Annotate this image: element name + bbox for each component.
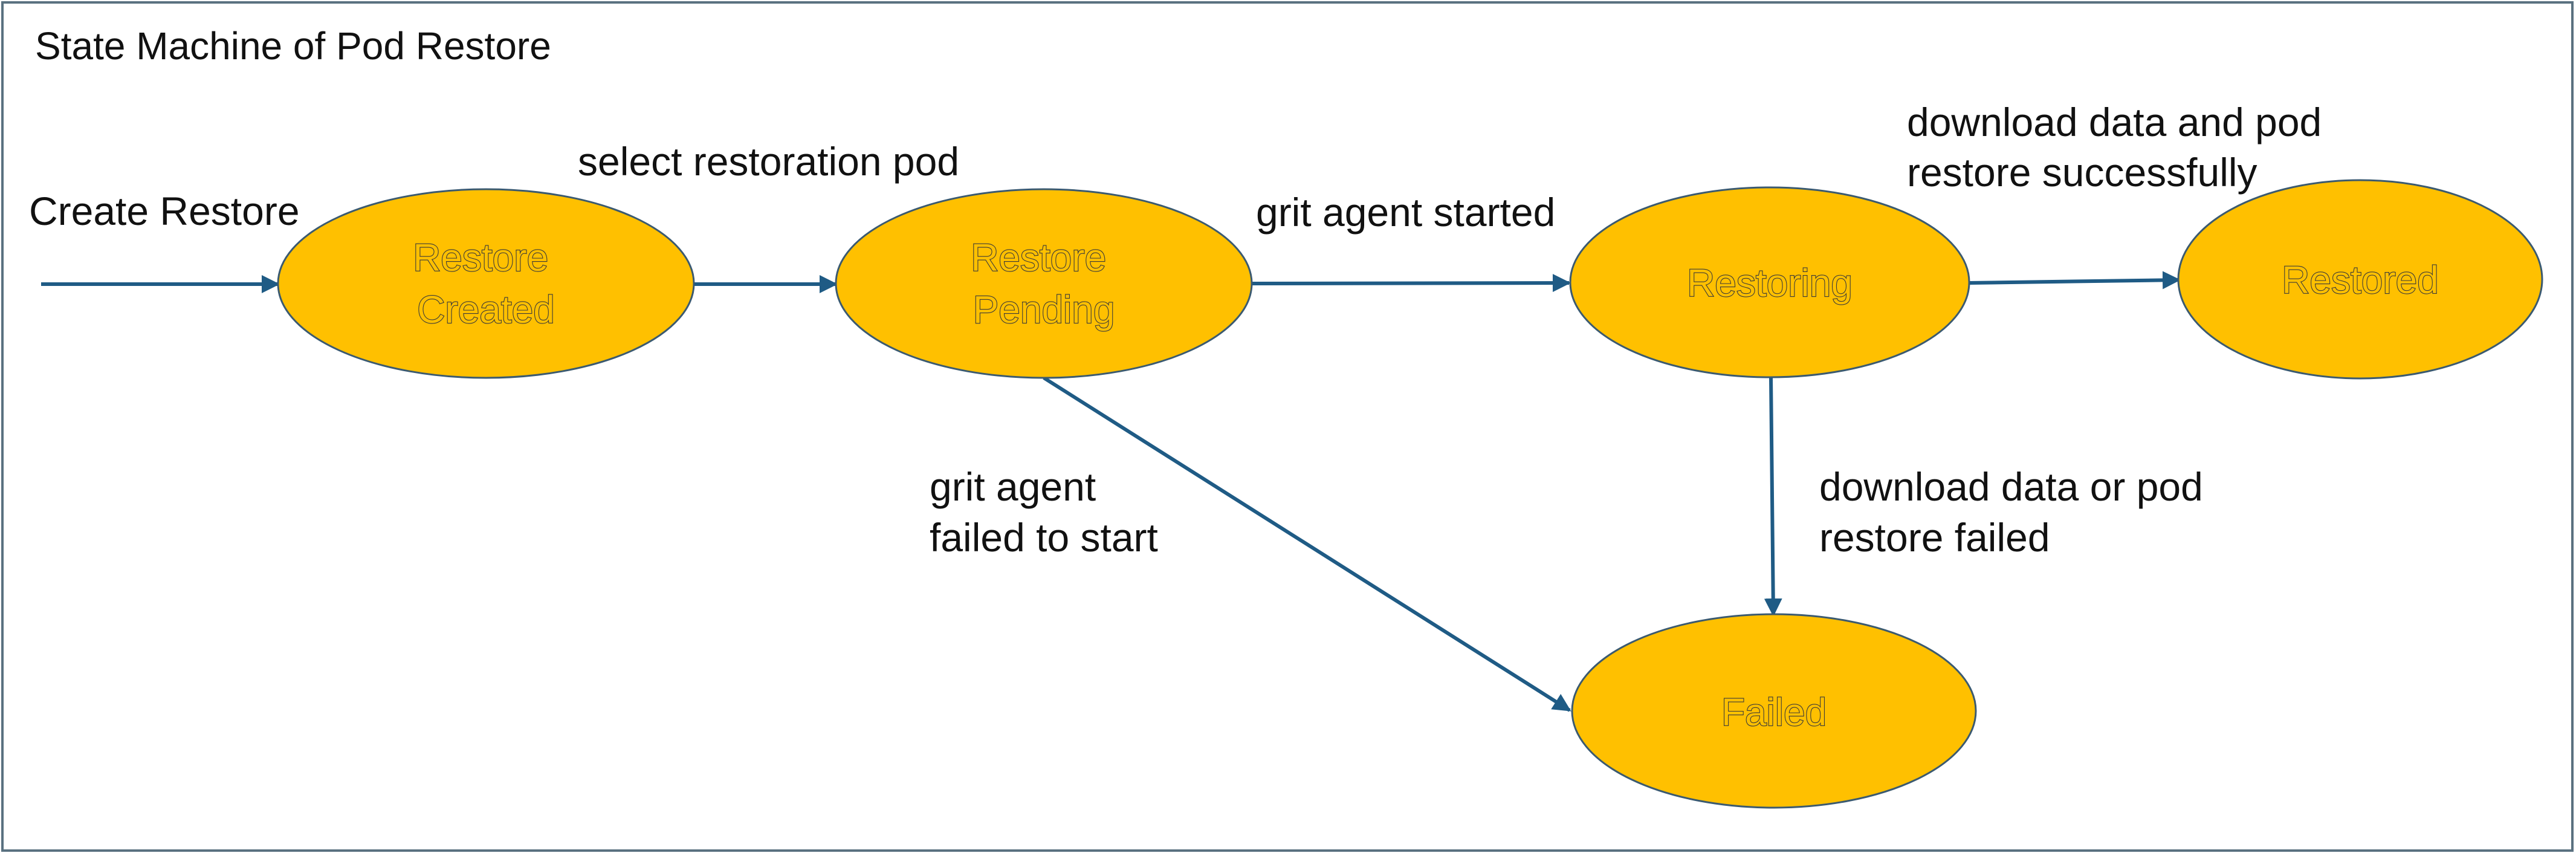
transition-label-restoring-to-failed: download data or pod	[1819, 464, 2203, 509]
state-restore-pending-label: Pending	[973, 288, 1115, 331]
state-failed: Failed	[1571, 613, 1977, 809]
transition-label-restoring-to-failed: restore failed	[1819, 515, 2050, 560]
state-restore-pending-shape	[835, 188, 1253, 379]
state-restore-created-label: Created	[417, 288, 555, 331]
state-restore-pending-label: Restore	[971, 236, 1106, 279]
state-restore-created-shape	[277, 188, 695, 379]
state-failed-label: Failed	[1721, 690, 1827, 734]
svg-text:Restore Created: Restore Created	[413, 236, 559, 331]
transition-label-pending-to-restoring: grit agent started	[1256, 190, 1555, 235]
transition-label-pending-to-failed: grit agent	[930, 464, 1096, 509]
transition-label-pending-to-failed: failed to start	[930, 515, 1158, 560]
state-restored-label: Restored	[2282, 258, 2439, 302]
state-failed-shape	[1571, 613, 1977, 809]
state-restoring: Restoring	[1569, 186, 1970, 378]
state-restored-shape	[2177, 179, 2543, 380]
transition-label-initial: Create Restore	[29, 189, 300, 233]
edge-pending-to-restoring	[1251, 274, 1571, 293]
edge-restoring-to-restored	[1969, 271, 2181, 290]
transition-label-restoring-to-restored: download data and pod	[1907, 100, 2322, 144]
state-restoring-shape	[1569, 186, 1970, 378]
svg-text:Restore Pending: Restore Pending	[971, 236, 1117, 331]
transition-label-created-to-pending: select restoration pod	[578, 139, 959, 184]
edge-pending-to-failed	[1043, 376, 1571, 712]
edge-restoring-to-failed	[1764, 377, 1782, 617]
state-restore-created: Restore Created	[277, 188, 695, 379]
state-restore-pending: Restore Pending	[835, 188, 1253, 379]
svg-text:grit agent failed to start: grit agent failed to start	[930, 464, 1158, 560]
svg-text:download data and pod rest: download data and pod restore successful…	[1907, 100, 2333, 195]
diagram-title: State Machine of Pod Restore	[35, 24, 551, 68]
svg-text:download data or pod resto: download data or pod restore failed	[1819, 464, 2214, 560]
state-restoring-label: Restoring	[1687, 261, 1853, 305]
state-restore-created-label: Restore	[413, 236, 548, 279]
transition-label-restoring-to-restored: restore successfully	[1907, 150, 2257, 195]
state-restored: Restored	[2177, 179, 2543, 380]
